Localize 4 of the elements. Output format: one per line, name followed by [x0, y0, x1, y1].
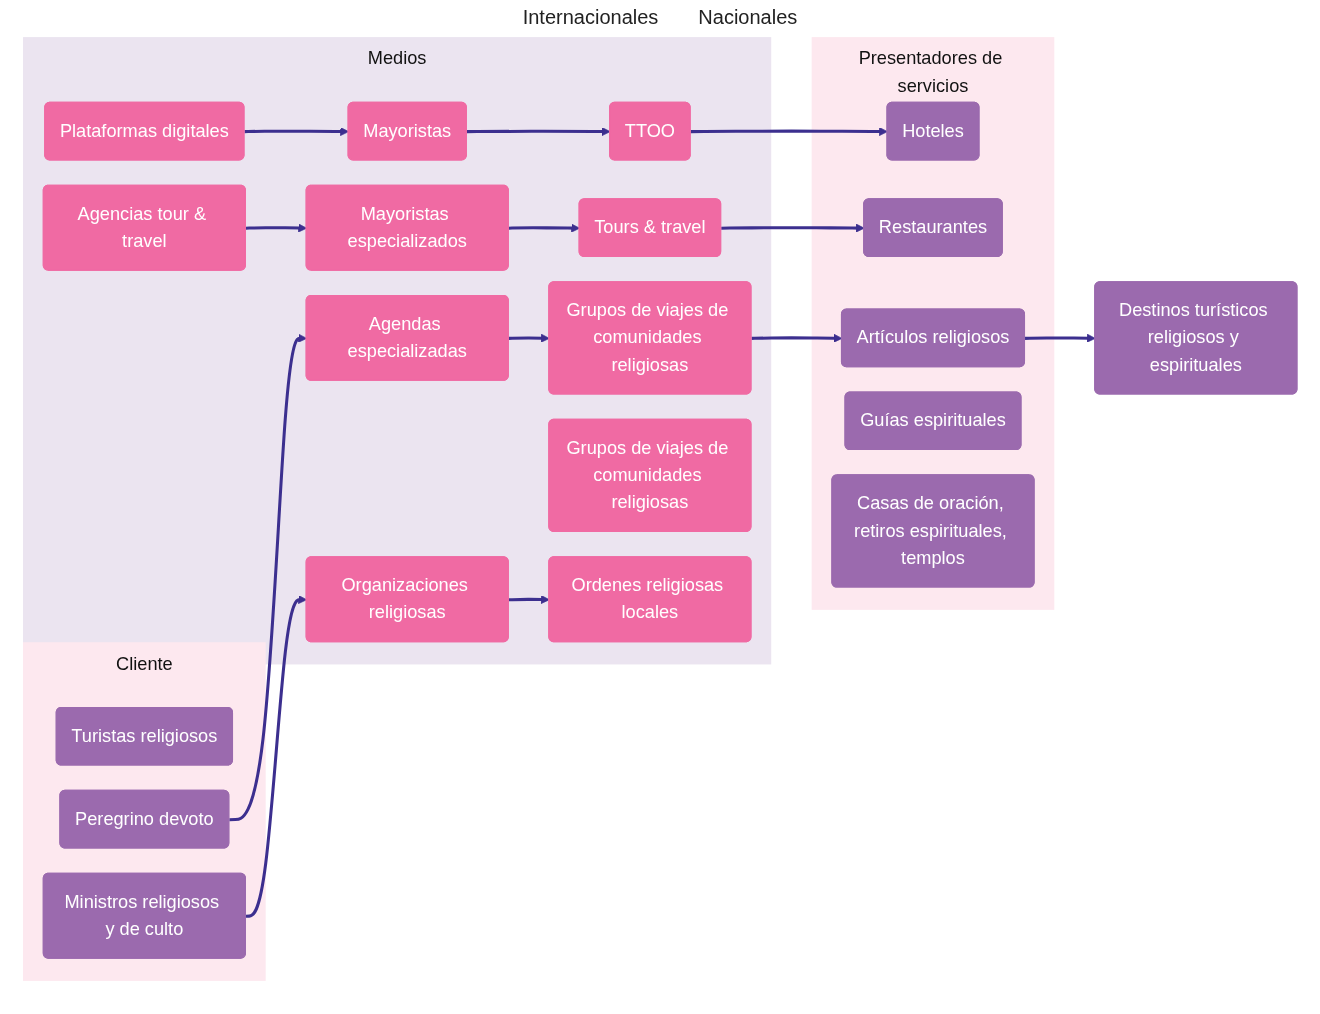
arrow	[244, 127, 349, 136]
column-subheading: Internacionales	[522, 6, 659, 29]
column-subheading: Nacionales	[698, 6, 798, 29]
arrow	[508, 223, 580, 233]
